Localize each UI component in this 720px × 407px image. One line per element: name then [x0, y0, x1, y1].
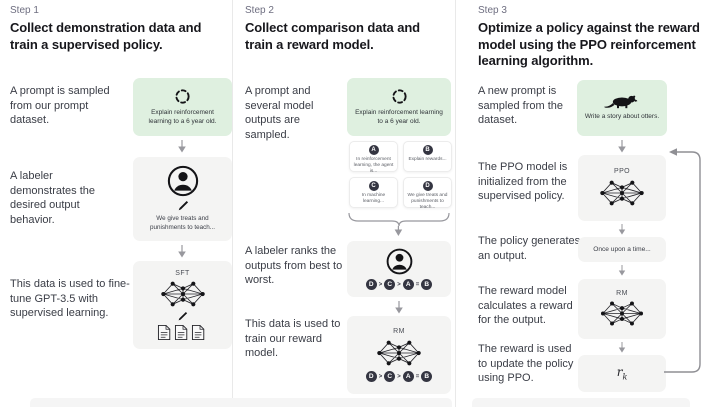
pencil-icon	[177, 311, 188, 322]
rank-item: A	[402, 279, 414, 290]
step1-finetune-caption: This data is used to fine-tune GPT-3.5 w…	[10, 278, 130, 320]
rank-separator: >	[378, 373, 383, 380]
rank-item: D	[365, 279, 377, 290]
neural-network-icon	[160, 279, 206, 309]
step3-rm-box: RM	[578, 279, 666, 339]
neural-network-icon	[600, 299, 644, 328]
neural-network-icon	[599, 178, 645, 208]
labeler-person-icon	[167, 165, 199, 197]
step2-rm-box: RM D > C > A = B	[347, 316, 451, 394]
step1-labeler-box: We give treats and punishments to teach.…	[133, 157, 232, 241]
feedback-loop-arrow-icon	[664, 148, 701, 373]
step3-reward-box: rk	[578, 355, 666, 392]
step2-ranks-caption: A labeler ranks the outputs from best to…	[245, 245, 343, 287]
pencil-icon	[177, 200, 189, 212]
step3-reward-update-caption: The reward is used to update the policy …	[478, 343, 574, 385]
rank-item: C	[384, 371, 396, 382]
rank-item: D	[365, 371, 377, 382]
step3-prompt-box: Write a story about otters.	[577, 80, 667, 136]
sampling-dashed-circle-icon	[174, 88, 191, 105]
labeler-person-icon	[386, 248, 413, 275]
step2-sampled-caption: A prompt and several model outputs are s…	[245, 85, 314, 141]
step2-train-caption: This data is used to train our reward mo…	[245, 318, 341, 360]
down-arrow-icon	[178, 245, 186, 258]
sampling-dashed-circle-icon	[391, 88, 408, 105]
rank-separator: >	[397, 281, 401, 288]
step3-ppo-box: PPO	[578, 155, 666, 221]
step3-title: Optimize a policy against the reward mod…	[478, 20, 700, 69]
step3-generates-caption: The policy generates an output.	[478, 235, 581, 262]
bottom-card-edge	[472, 398, 690, 407]
down-arrow-icon	[618, 224, 626, 235]
step3-output-box: Once upon a time...	[578, 237, 666, 262]
ranking-row: D > C > A = B	[365, 279, 433, 290]
output-c-badge: C	[368, 181, 379, 191]
column-divider-1	[232, 0, 233, 407]
step3-reward-calc-caption: The reward model calculates a reward for…	[478, 285, 573, 327]
ppo-model-label: PPO	[614, 168, 630, 175]
curly-brace-arrow-icon	[348, 212, 450, 236]
bottom-card-edge	[30, 398, 452, 407]
step1-demo-text: We give treats and punishments to teach.…	[149, 215, 216, 231]
output-c-text: In machine learning...	[361, 193, 386, 204]
rank-separator: >	[397, 373, 401, 380]
step1-labeler-caption: A labeler demonstrates the desired outpu…	[10, 170, 95, 226]
down-arrow-icon	[618, 265, 626, 276]
neural-network-icon	[376, 338, 422, 368]
step1-prompt-box: Explain reinforcement learning to a 6 ye…	[133, 78, 232, 136]
output-b-badge: B	[422, 145, 433, 155]
output-a-badge: A	[368, 145, 379, 155]
down-arrow-icon	[178, 140, 186, 153]
step1-sft-box: SFT	[133, 261, 232, 349]
rank-item: B	[421, 279, 433, 290]
down-arrow-icon	[618, 342, 626, 353]
output-d-badge: D	[422, 181, 433, 191]
rm-model-label: RM	[393, 328, 405, 335]
step1-title: Collect demonstration data and train a s…	[10, 20, 202, 52]
rank-item: A	[402, 371, 414, 382]
step1-label: Step 1	[10, 5, 39, 16]
output-card-a: A In reinforcement learning, the agent i…	[349, 141, 398, 174]
rank-item: C	[384, 279, 396, 290]
sft-model-label: SFT	[175, 269, 190, 277]
rm-model-label: RM	[616, 290, 628, 297]
step1-prompt-caption: A prompt is sampled from our prompt data…	[10, 85, 110, 127]
step1-prompt-text: Explain reinforcement learning to a 6 ye…	[148, 108, 217, 125]
down-arrow-icon	[395, 301, 403, 314]
down-arrow-icon	[618, 140, 626, 153]
rank-separator: =	[415, 373, 420, 380]
output-card-b: B Explain rewards...	[403, 141, 452, 172]
output-a-text: In reinforcement learning, the agent is.…	[353, 157, 394, 174]
output-b-text: Explain rewards...	[408, 157, 447, 162]
reward-value: rk	[616, 365, 628, 382]
output-card-c: C In machine learning...	[349, 177, 398, 208]
step2-title: Collect comparison data and train a rewa…	[245, 20, 421, 52]
step2-labeler-box: D > C > A = B	[347, 241, 451, 297]
documents-icon	[157, 324, 209, 341]
step2-prompt-box: Explain reinforcement learning to a 6 ye…	[347, 78, 451, 136]
ranking-row: D > C > A = B	[365, 371, 433, 382]
rank-separator: =	[415, 281, 420, 288]
rank-item: B	[421, 371, 433, 382]
step3-prompt-text: Write a story about otters.	[584, 113, 660, 121]
step3-output-text: Once upon a time...	[593, 245, 651, 253]
output-card-d: D We give treats and punishments to teac…	[403, 177, 452, 210]
step3-label: Step 3	[478, 5, 507, 16]
otter-icon	[603, 94, 641, 109]
step2-label: Step 2	[245, 5, 274, 16]
step3-new-prompt-caption: A new prompt is sampled from the dataset…	[478, 85, 563, 127]
step2-prompt-text: Explain reinforcement learning to a 6 ye…	[355, 108, 443, 125]
step3-ppo-init-caption: The PPO model is initialized from the su…	[478, 161, 568, 203]
column-divider-2	[455, 0, 456, 407]
output-d-text: We give treats and punishments to teach.…	[407, 193, 448, 210]
rank-separator: >	[378, 281, 383, 288]
